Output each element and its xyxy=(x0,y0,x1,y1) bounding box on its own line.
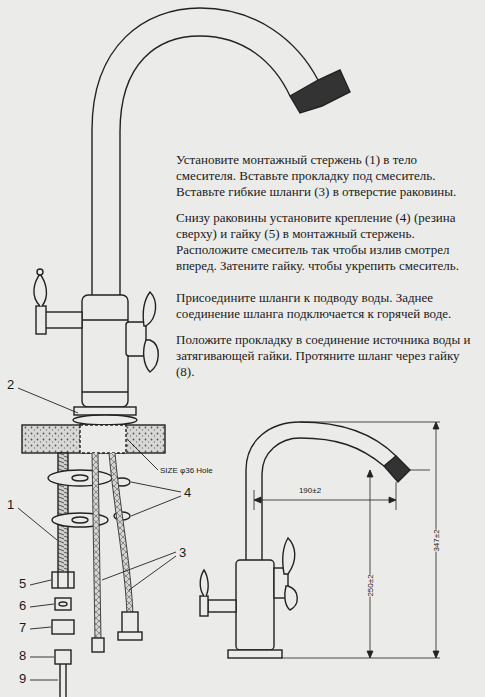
callout-number: 7 xyxy=(18,621,27,635)
instruction-text: Положите прокладку в соединение источник… xyxy=(176,332,478,380)
callout-number: 1 xyxy=(6,498,15,512)
dimension: 250±2 xyxy=(366,574,375,596)
callout-number: 5 xyxy=(18,577,27,591)
callout-number: 6 xyxy=(18,599,27,613)
callout-number: 3 xyxy=(178,546,187,560)
dimension: 347±2 xyxy=(432,529,441,551)
instruction-text: Присоедините шланги к подводу воды. Задн… xyxy=(176,290,478,322)
hole-size: SIZE φ36 Hole xyxy=(160,466,213,475)
callout-number: 4 xyxy=(183,486,192,500)
dimension: 190±2 xyxy=(299,486,321,495)
instruction-text: Установите монтажный стержень (1) в тело… xyxy=(176,152,478,200)
callout-number: 8 xyxy=(18,649,27,663)
callout-number: 9 xyxy=(18,672,27,686)
callout-number: 2 xyxy=(6,378,15,392)
instruction-text: Снизу раковины установите крепление (4) … xyxy=(176,210,478,274)
